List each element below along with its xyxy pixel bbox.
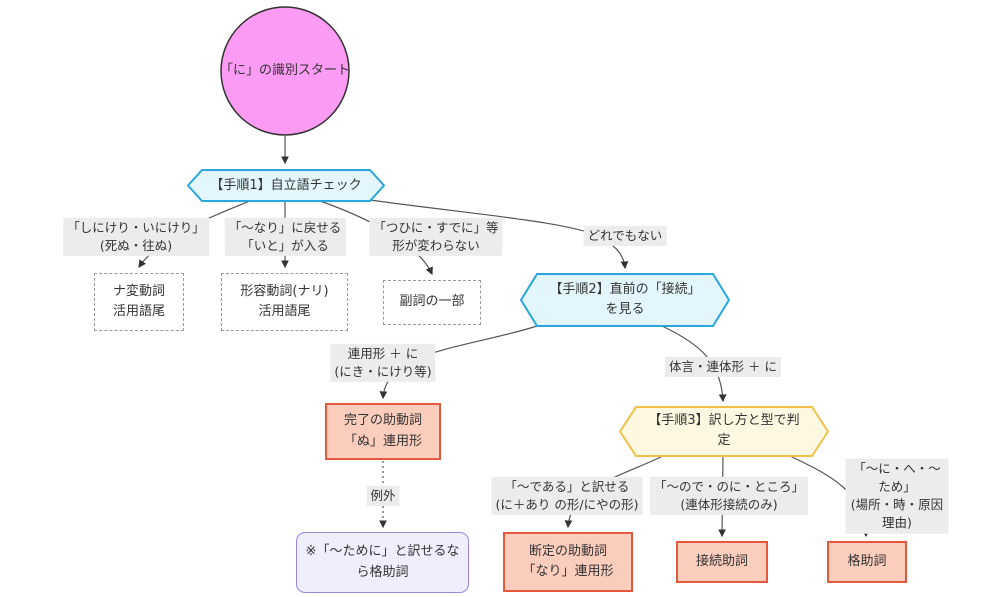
kaku-joshi-label: 格助詞 (847, 553, 887, 569)
kaku-joshi-box: 格助詞 (827, 541, 907, 583)
exception-note-box: ※「〜ために」と訳せるな ら格助詞 (296, 532, 469, 593)
edge-step1-step2 (369, 199, 629, 270)
dantei-label: 断定の助動詞 「なり」連用形 (522, 543, 614, 579)
edge-label-reigai: 例外 (366, 485, 400, 507)
edge-label-renyokei: 連用形 ＋ に (にき・にけり等) (330, 343, 436, 383)
keiyodoshi-box: 形容動詞(ナリ) 活用語尾 (221, 273, 348, 331)
na-verb-box: ナ変動詞 活用語尾 (94, 273, 184, 331)
na-verb-label: ナ変動詞 活用語尾 (112, 283, 165, 319)
kanryo-label: 完了の助動詞 「ぬ」連用形 (343, 413, 422, 449)
edge-label-shinikeri: 「しにけり・いにけり」 (死ぬ・往ぬ) (63, 217, 209, 257)
edge-label-dearu: 「〜である」と訳せる (に＋あり の形/にやの形) (491, 476, 643, 516)
edge-label-doredemonai: どれでもない (583, 225, 667, 247)
step3-hexagon-shape (618, 406, 830, 457)
edge-label-node-noni: 「〜ので・のに・ところ」 (連体形接続のみ) (649, 476, 809, 516)
start-circle-shape (220, 6, 350, 136)
step1-hexagon-shape (186, 169, 386, 202)
edge-label-nari-modoseru: 「〜なり」に戻せる 「いと」が入る (224, 217, 346, 257)
edge-label-ni-he-tame: 「〜に・へ・〜ため」 (場所・時・原因理由) (845, 458, 949, 534)
step2-hexagon-shape (519, 273, 731, 327)
edge-label-tsuhini: 「つひに・すでに」等 形が変わらない (369, 217, 503, 257)
keiyodoshi-label: 形容動詞(ナリ) 活用語尾 (240, 283, 329, 319)
setsuzoku-joshi-box: 接続助詞 (676, 541, 768, 583)
fukushi-label: 副詞の一部 (399, 294, 465, 310)
kanryo-box: 完了の助動詞 「ぬ」連用形 (325, 403, 441, 460)
fukushi-box: 副詞の一部 (383, 280, 481, 325)
setsuzoku-joshi-label: 接続助詞 (695, 553, 748, 569)
dantei-box: 断定の助動詞 「なり」連用形 (503, 532, 633, 592)
edge-step2-step3 (661, 325, 727, 403)
exception-note-label: ※「〜ために」と訳せるな ら格助詞 (305, 544, 460, 580)
edge-label-taigen: 体言・連体形 ＋ に (665, 356, 781, 378)
